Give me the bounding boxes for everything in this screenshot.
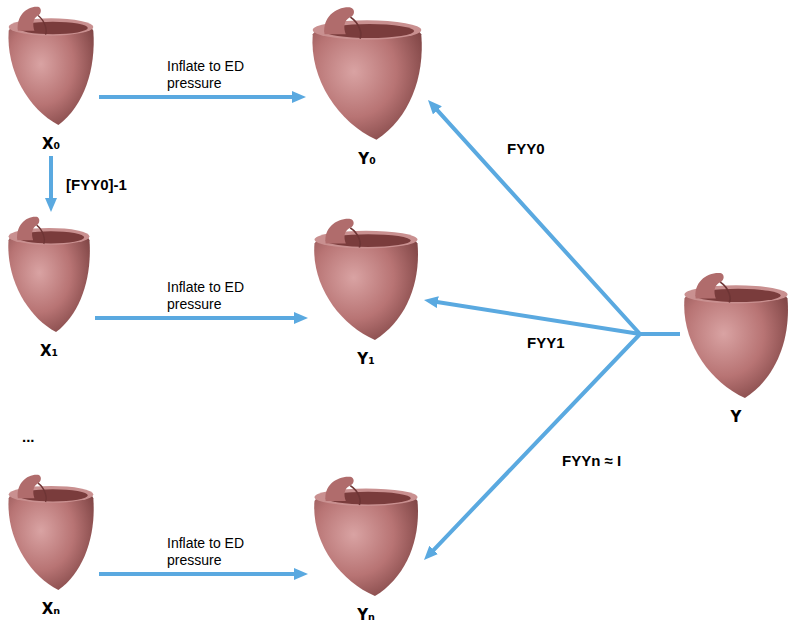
- heart-illustration: [308, 2, 426, 142]
- edge-label: FYY1: [525, 334, 567, 351]
- heart-node: Yₙ: [310, 472, 422, 624]
- ellipsis-label: ...: [22, 428, 35, 445]
- edge-label: FYY0: [505, 140, 547, 157]
- heart-node: Xₙ: [5, 470, 97, 618]
- heart-label: Y₀: [308, 150, 426, 168]
- arrow-connector: [431, 334, 680, 553]
- heart-node: Y₁: [310, 214, 422, 368]
- heart-illustration: [310, 472, 422, 598]
- edge-label: [FYY0]-1: [64, 176, 129, 193]
- heart-label: Y₁: [310, 350, 422, 368]
- arrow-connector: [95, 316, 298, 320]
- heart-label: Yₙ: [310, 606, 422, 624]
- arrow-connector: [99, 572, 298, 576]
- heart-label: X₁: [5, 342, 93, 360]
- heart-illustration: [5, 2, 97, 127]
- heart-illustration: [5, 212, 93, 334]
- edge-label: Inflate to ED pressure: [165, 279, 274, 313]
- heart-label: X₀: [5, 135, 97, 153]
- edge-label: FYYn ≈ I: [560, 452, 623, 469]
- heart-node: X₀: [5, 2, 97, 153]
- edge-label: Inflate to ED pressure: [165, 535, 274, 569]
- heart-node: Y: [680, 268, 792, 426]
- heart-node: X₁: [5, 212, 93, 360]
- heart-illustration: [5, 470, 97, 592]
- arrow-connector: [99, 95, 296, 99]
- edge-label: Inflate to ED pressure: [165, 58, 274, 92]
- arrow-connector: [49, 156, 53, 202]
- arrow-connector: [434, 302, 680, 334]
- heart-label: Xₙ: [5, 600, 97, 618]
- heart-illustration: [680, 268, 792, 400]
- heart-illustration: [310, 214, 422, 342]
- heart-node: Y₀: [308, 2, 426, 168]
- heart-label: Y: [680, 408, 792, 426]
- arrow-connector: [435, 107, 680, 334]
